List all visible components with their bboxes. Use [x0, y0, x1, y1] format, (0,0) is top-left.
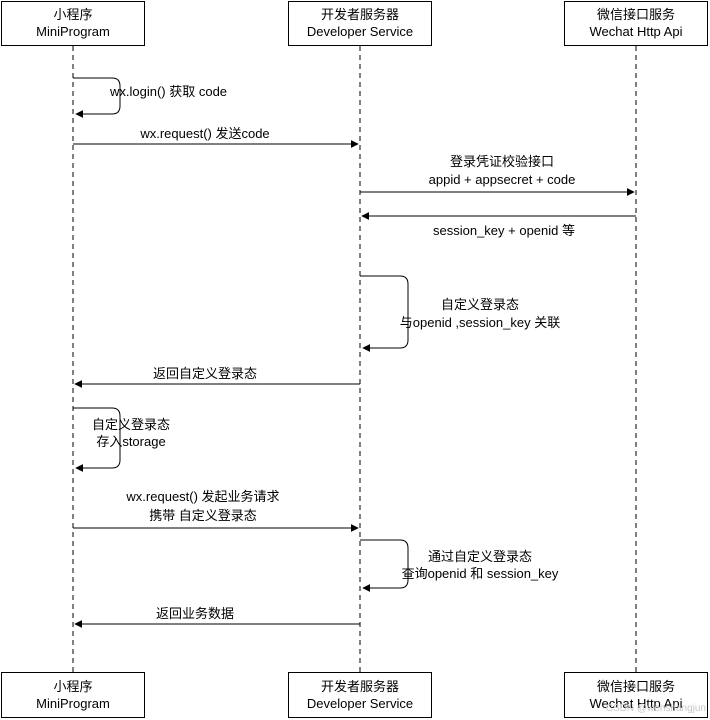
participant-sublabel: MiniProgram — [36, 24, 110, 39]
message-label: wx.request() 发送code — [139, 126, 269, 141]
message-label: 携带 自定义登录态 — [149, 508, 257, 523]
participant-label: 开发者服务器 — [321, 679, 399, 694]
self-loop-arrow — [73, 77, 121, 118]
message-label: 登录凭证校验接口 — [450, 154, 554, 169]
message-label: 查询openid 和 session_key — [402, 566, 559, 581]
message-query-openid: 通过自定义登录态 查询openid 和 session_key — [360, 539, 559, 592]
participant-miniprogram-top: 小程序 MiniProgram — [1, 1, 145, 46]
message-wx-login: wx.login() 获取 code — [73, 77, 227, 118]
self-loop-arrow — [360, 275, 409, 352]
message-label: wx.request() 发起业务请求 — [125, 489, 279, 504]
message-label: 自定义登录态 — [92, 417, 170, 432]
message-store-login-state: 自定义登录态 存入storage — [73, 407, 170, 472]
message-label: 自定义登录态 — [441, 297, 519, 312]
participant-sublabel: MiniProgram — [36, 696, 110, 711]
participant-developer-service-bottom: 开发者服务器 Developer Service — [288, 672, 432, 718]
message-business-request: wx.request() 发起业务请求 携带 自定义登录态 — [73, 489, 359, 532]
participant-sublabel: Wechat Http Api — [590, 24, 683, 39]
message-label: 返回自定义登录态 — [153, 366, 257, 381]
message-custom-login-state: 自定义登录态 与openid ,session_key 关联 — [360, 275, 560, 352]
message-label: session_key + openid 等 — [433, 223, 575, 238]
message-label: 与openid ,session_key 关联 — [400, 315, 560, 330]
message-label: 存入storage — [96, 434, 165, 449]
message-label: wx.login() 获取 code — [109, 84, 227, 99]
message-return-login-state: 返回自定义登录态 — [74, 366, 360, 388]
message-code2session: 登录凭证校验接口 appid + appsecret + code — [360, 154, 635, 196]
self-loop-arrow — [360, 539, 409, 592]
message-session-key-return: session_key + openid 等 — [361, 212, 636, 238]
participant-wechat-api-bottom: 微信接口服务 Wechat Http Api — [564, 672, 708, 718]
message-return-business-data: 返回业务数据 — [74, 606, 360, 628]
participant-label: 微信接口服务 — [597, 679, 675, 694]
participant-wechat-api-top: 微信接口服务 Wechat Http Api — [564, 1, 708, 46]
self-loop-arrow — [73, 407, 121, 472]
participant-sublabel: Wechat Http Api — [590, 696, 683, 711]
message-label: 返回业务数据 — [156, 606, 234, 621]
participant-sublabel: Developer Service — [307, 696, 413, 711]
participant-miniprogram-bottom: 小程序 MiniProgram — [1, 672, 145, 718]
participant-label: 小程序 — [53, 679, 92, 694]
participant-label: 开发者服务器 — [321, 7, 399, 22]
message-label: 通过自定义登录态 — [428, 549, 532, 564]
watermark: CSDN @wenshangjun — [606, 703, 706, 714]
participant-developer-service-top: 开发者服务器 Developer Service — [288, 1, 432, 46]
participant-sublabel: Developer Service — [307, 24, 413, 39]
message-label: appid + appsecret + code — [429, 172, 576, 187]
participant-label: 微信接口服务 — [597, 7, 675, 22]
participant-label: 小程序 — [53, 7, 92, 22]
message-wx-request-send-code: wx.request() 发送code — [73, 126, 359, 148]
